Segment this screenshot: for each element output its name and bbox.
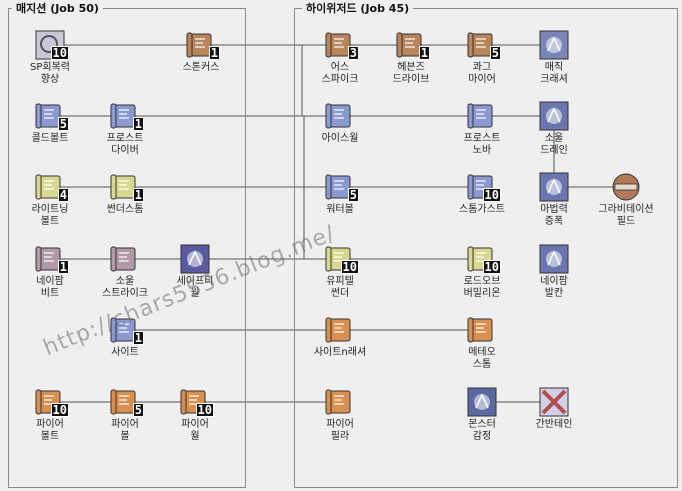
skill-name: 사이트n래셔 <box>313 347 367 358</box>
skill-name: 아이스월 <box>321 133 359 144</box>
skill-name: 콰그 마이어 <box>468 62 496 85</box>
soul-drain-icon <box>539 101 569 131</box>
skill-name: 세이프티 월 <box>176 276 214 299</box>
skill-name: 프로스트 노바 <box>463 133 501 156</box>
scroll-icon: 3 <box>325 30 359 60</box>
scroll-icon <box>467 101 497 131</box>
skill-name: 파이어 볼 <box>111 419 139 442</box>
sense-icon <box>467 387 497 417</box>
scroll-icon: 1 <box>110 101 144 131</box>
skill-name: 그라비테이션 필드 <box>598 204 654 227</box>
skill-name: 간반테인 <box>535 419 573 430</box>
skill-level: 10 <box>50 403 69 417</box>
skill-name: 스톰가스트 <box>459 204 505 215</box>
skill-level: 5 <box>347 188 359 202</box>
scroll-icon <box>325 387 355 417</box>
skill-level: 1 <box>132 117 144 131</box>
skill-level: 10 <box>340 260 359 274</box>
skill-level: 10 <box>50 46 69 60</box>
scroll-icon: 5 <box>325 172 359 202</box>
skill-name: 스톤커스 <box>182 62 220 73</box>
scroll-icon: 10 <box>325 244 359 274</box>
amplify-icon <box>539 172 569 202</box>
skill-level: 1 <box>132 188 144 202</box>
skill-name: 사이트 <box>111 347 139 358</box>
recovery-icon: 10 <box>35 30 69 60</box>
gravitation-icon <box>611 172 641 202</box>
scroll-icon: 10 <box>35 387 69 417</box>
scroll-icon: 1 <box>110 172 144 202</box>
mage-panel-title: 매지션 (Job 50) <box>12 2 103 15</box>
scroll-icon: 5 <box>110 387 144 417</box>
skill-name: 파이어 볼트 <box>36 419 64 442</box>
skill-level: 1 <box>418 46 430 60</box>
skill-level: 5 <box>489 46 501 60</box>
skill-name: 콜드볼트 <box>31 133 69 144</box>
skill-name: 네이팜 비트 <box>36 276 64 299</box>
mage-panel <box>8 8 246 488</box>
scroll-icon: 5 <box>35 101 69 131</box>
napalm-vulcan-icon <box>539 244 569 274</box>
skill-level: 5 <box>57 117 69 131</box>
skill-name: 소울 드레인 <box>540 133 568 156</box>
skill-name: 워터볼 <box>326 204 354 215</box>
skill-name: 썬더스톰 <box>106 204 144 215</box>
scroll-icon: 5 <box>467 30 501 60</box>
skill-level: 1 <box>57 260 69 274</box>
skill-name: 어스 스파이크 <box>321 62 359 85</box>
scroll-icon: 1 <box>35 244 69 274</box>
scroll-icon <box>467 315 497 345</box>
skill-level: 10 <box>482 188 501 202</box>
scroll-icon <box>325 101 355 131</box>
scroll-icon: 1 <box>186 30 220 60</box>
scroll-icon: 10 <box>467 244 501 274</box>
scroll-icon <box>110 244 140 274</box>
scroll-icon: 4 <box>35 172 69 202</box>
skill-name: 몬스터 감정 <box>468 419 496 442</box>
skill-level: 3 <box>347 46 359 60</box>
scroll-icon: 10 <box>467 172 501 202</box>
scroll-icon: 1 <box>110 315 144 345</box>
high-wizard-panel-title: 하이위저드 (Job 45) <box>302 2 414 15</box>
skill-name: 메테오 스톰 <box>468 347 496 370</box>
skill-level: 5 <box>132 403 144 417</box>
skill-name: 파이어 필라 <box>326 419 354 442</box>
skill-level: 10 <box>195 403 214 417</box>
skill-name: 로드오브 버밀리온 <box>463 276 501 299</box>
scroll-icon <box>325 315 355 345</box>
skill-name: 마법력 증폭 <box>540 204 568 227</box>
scroll-icon: 10 <box>180 387 214 417</box>
safety-wall-icon <box>180 244 210 274</box>
skill-level: 4 <box>57 188 69 202</box>
skill-level: 1 <box>208 46 220 60</box>
skill-name: 네이팜 발칸 <box>540 276 568 299</box>
skill-name: 유피텔 썬더 <box>326 276 354 299</box>
skill-name: 헤븐즈 드라이브 <box>392 62 430 85</box>
skill-name: 프로스트 다이버 <box>106 133 144 156</box>
skill-name: SP회복력 향상 <box>30 62 70 85</box>
skill-name: 라이트닝 볼트 <box>31 204 69 227</box>
skill-name: 매직 크래셔 <box>540 62 568 85</box>
skill-level: 10 <box>482 260 501 274</box>
skill-name: 소울 스트라이크 <box>102 276 148 299</box>
skill-name: 파이어 월 <box>181 419 209 442</box>
skill-level: 1 <box>132 331 144 345</box>
ganbantein-icon <box>539 387 569 417</box>
high-wizard-panel <box>294 8 678 488</box>
magic-crasher-icon <box>539 30 569 60</box>
scroll-icon: 1 <box>396 30 430 60</box>
